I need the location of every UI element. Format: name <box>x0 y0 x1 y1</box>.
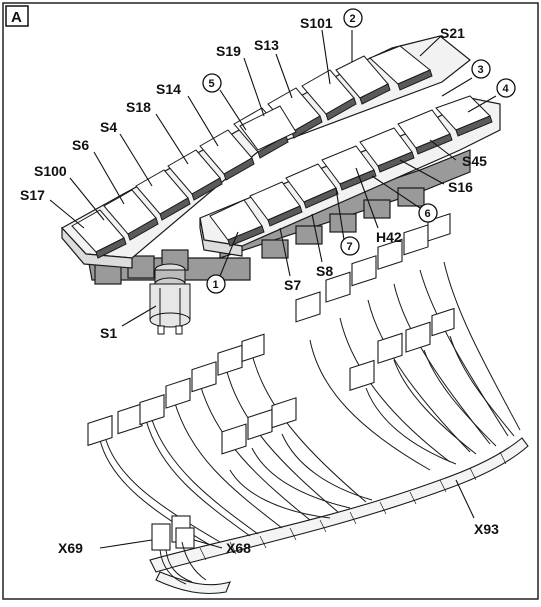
leader-lines <box>49 29 497 549</box>
callout-7: 7 <box>340 236 360 256</box>
callout-4-label: 4 <box>503 83 510 95</box>
label-s1: S1 <box>100 325 117 341</box>
label-s18: S18 <box>126 99 151 115</box>
panel-letter-box: A <box>5 5 29 27</box>
panel-letter: A <box>11 9 22 26</box>
label-s6: S6 <box>72 137 89 153</box>
callout-3-label: 3 <box>478 64 484 76</box>
label-s19: S19 <box>216 43 241 59</box>
left-bank-front-edge <box>61 226 133 269</box>
label-x69: X69 <box>58 540 83 556</box>
harness-branches-right <box>309 261 521 471</box>
label-x93: X93 <box>474 521 499 537</box>
label-s17: S17 <box>20 187 45 203</box>
figure-frame <box>2 2 539 600</box>
callout-1-label: 1 <box>213 279 219 291</box>
switch-panel <box>61 35 501 335</box>
panel-base-mid <box>219 149 471 259</box>
callout-1: 1 <box>206 274 226 294</box>
right-bank-rockers <box>209 95 493 247</box>
harness-lower-trunk <box>155 571 231 595</box>
label-s16: S16 <box>448 179 473 195</box>
callout-4: 4 <box>496 78 516 98</box>
harness-trunk <box>149 437 529 573</box>
callout-6: 6 <box>418 203 438 223</box>
label-s14: S14 <box>156 81 181 97</box>
callout-circles: 1 2 3 4 5 6 7 <box>202 8 516 294</box>
callout-5: 5 <box>202 73 222 93</box>
label-s4: S4 <box>100 119 117 135</box>
label-s7: S7 <box>284 277 301 293</box>
callout-6-label: 6 <box>425 208 431 220</box>
callout-5-label: 5 <box>209 78 215 90</box>
callout-7-label: 7 <box>347 241 353 253</box>
callout-2-label: 2 <box>350 13 356 25</box>
harness-branches-left <box>99 353 373 546</box>
connectors-right-cluster <box>295 213 455 392</box>
connector-x69-x68 <box>151 515 207 585</box>
harness-hatching <box>199 451 507 561</box>
label-s101: S101 <box>300 15 333 31</box>
label-s13: S13 <box>254 37 279 53</box>
label-s45: S45 <box>462 153 487 169</box>
callout-2: 2 <box>343 8 363 28</box>
label-s8: S8 <box>316 263 333 279</box>
connectors-left-cluster <box>87 333 297 455</box>
component-labels: S101 S21 S13 S19 S14 S18 S4 S6 S100 S17 … <box>20 15 499 556</box>
label-x68: X68 <box>226 540 251 556</box>
wiring-harness <box>87 213 529 595</box>
key-switch-s1 <box>149 263 191 335</box>
label-s100: S100 <box>34 163 67 179</box>
callout-3: 3 <box>471 59 491 79</box>
label-h42: H42 <box>376 229 402 245</box>
label-s21: S21 <box>440 25 465 41</box>
